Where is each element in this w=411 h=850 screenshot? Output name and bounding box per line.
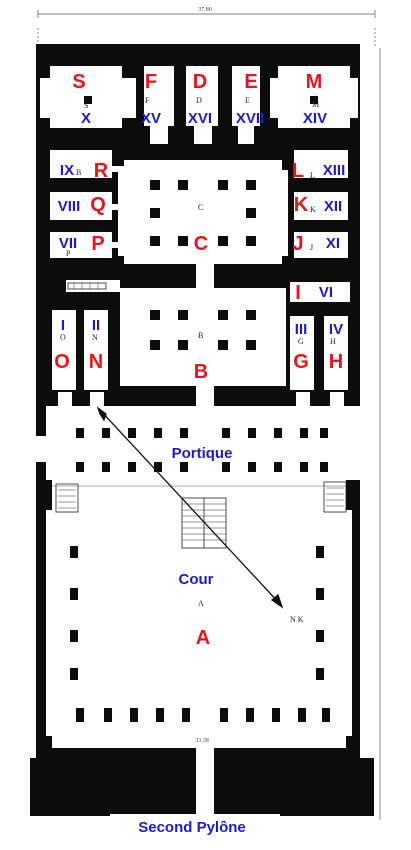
numeral-III: III <box>295 321 308 338</box>
area-portique: Portique <box>172 445 233 462</box>
label-D: D <box>193 71 207 93</box>
label-E: E <box>244 71 257 93</box>
numeral-II: II <box>92 317 100 334</box>
numeral-X: X <box>81 110 91 127</box>
label-F: F <box>145 71 157 93</box>
area-cour: Cour <box>179 571 214 588</box>
bottom-dimension: 33.38 <box>195 738 209 744</box>
court-pillars <box>70 546 330 722</box>
compass-label: N K <box>290 615 304 624</box>
label-A: A <box>196 627 210 649</box>
svg-text:D: D <box>196 96 202 105</box>
room-letters: S F D E M R L Q K P C J I O N B G H A <box>54 71 343 649</box>
numeral-XVII: XVII <box>236 110 264 127</box>
svg-text:A: A <box>198 599 204 608</box>
svg-text:C: C <box>198 203 203 212</box>
numeral-XVI: XVI <box>188 110 212 127</box>
label-I: I <box>295 282 301 304</box>
svg-text:E: E <box>245 96 250 105</box>
pylon-label-background <box>110 814 280 836</box>
svg-text:J: J <box>310 243 313 252</box>
svg-text:S: S <box>84 101 88 110</box>
room-numerals: X XV XVI XVII XIV IX XIII VIII XII VII X… <box>58 110 346 338</box>
stair-steps <box>58 283 344 541</box>
svg-text:P: P <box>66 249 71 258</box>
label-B: B <box>194 361 208 383</box>
numeral-XV: XV <box>141 110 161 127</box>
top-dimension: 37.80 <box>198 7 212 13</box>
second-pylon-walls <box>30 758 374 816</box>
numeral-IV: IV <box>329 321 343 338</box>
dimension-lines <box>37 10 381 820</box>
numeral-VIII: VIII <box>58 198 81 215</box>
numeral-XIII: XIII <box>323 162 346 179</box>
label-C: C <box>194 233 208 255</box>
label-R: R <box>94 160 109 182</box>
svg-text:M: M <box>312 100 319 109</box>
numeral-I: I <box>61 317 65 334</box>
hall-c-pillars <box>150 180 256 246</box>
numeral-XII: XII <box>324 198 342 215</box>
svg-text:H: H <box>330 337 336 346</box>
label-Q: Q <box>90 194 106 216</box>
label-K: K <box>294 194 309 216</box>
label-G: G <box>293 351 309 373</box>
area-second-pylone: Second Pylône <box>138 819 246 836</box>
svg-text:B: B <box>198 331 203 340</box>
numeral-XIV: XIV <box>303 110 327 127</box>
label-O: O <box>54 351 70 373</box>
label-L: L <box>292 160 304 182</box>
svg-text:O: O <box>60 333 66 342</box>
label-H: H <box>329 351 343 373</box>
axis-arrow <box>96 406 284 609</box>
label-P: P <box>91 233 104 255</box>
svg-text:L: L <box>310 171 315 180</box>
small-letters: S F D E M B L K J P C B O N G H A <box>60 96 336 608</box>
label-M: M <box>306 71 323 93</box>
label-S: S <box>72 71 85 93</box>
svg-text:G: G <box>298 337 304 346</box>
chapel-pillars <box>84 96 318 348</box>
numeral-VI: VI <box>319 284 333 301</box>
svg-text:N: N <box>92 333 98 342</box>
numeral-VII: VII <box>59 235 77 252</box>
svg-text:K: K <box>310 205 316 214</box>
hall-b-pillars <box>150 310 256 350</box>
label-J: J <box>292 233 303 255</box>
portique-pillars <box>76 428 328 472</box>
label-N: N <box>89 351 103 373</box>
svg-text:F: F <box>145 96 150 105</box>
numeral-XI: XI <box>326 235 340 252</box>
numeral-IX: IX <box>60 162 74 179</box>
svg-text:B: B <box>76 168 81 177</box>
